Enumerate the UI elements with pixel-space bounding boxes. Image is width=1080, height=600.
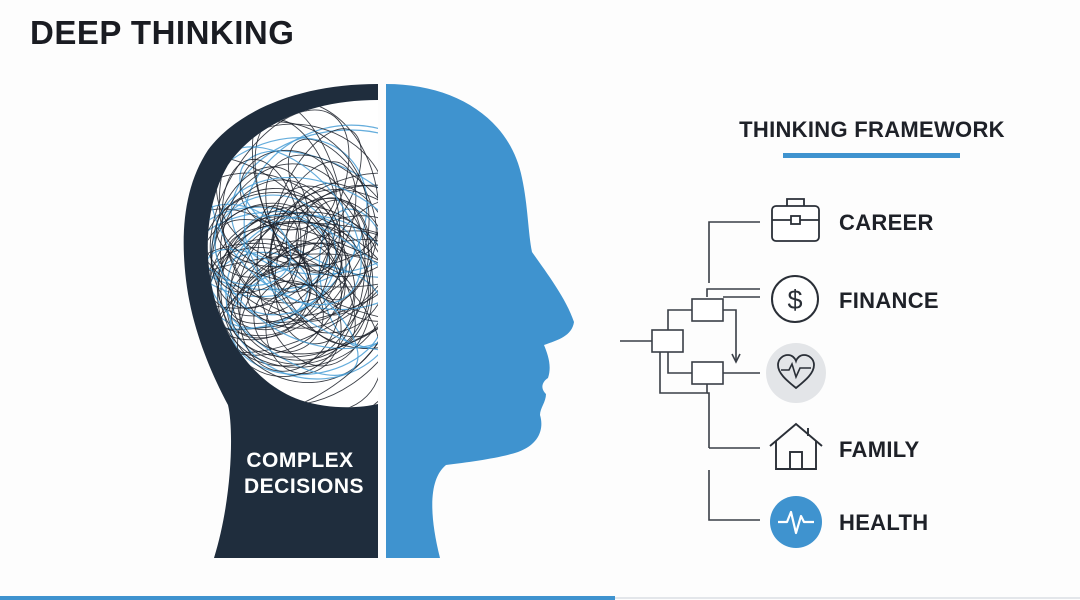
- bottom-progress-bar: [0, 596, 615, 600]
- framework-item-finance-label: FINANCE: [839, 288, 939, 313]
- scribble-loop: [239, 150, 378, 278]
- scribble-loop: [286, 182, 378, 338]
- scribble-loop: [207, 242, 310, 309]
- briefcase-icon: [771, 198, 820, 242]
- framework-item-health-label: HEALTH: [839, 510, 928, 535]
- framework-title: THINKING FRAMEWORK: [739, 117, 1005, 142]
- framework-connector-lines: [620, 221, 760, 521]
- scribble-loop: [227, 222, 378, 288]
- svg-text:$: $: [787, 285, 802, 315]
- heart-pulse-icon: [766, 343, 826, 403]
- complex-label-line1: COMPLEX: [246, 449, 353, 472]
- framework-item-career-label: CAREER: [839, 210, 934, 235]
- house-icon: [769, 422, 823, 470]
- scribble-loop: [217, 211, 378, 368]
- scribble-loop: [265, 154, 378, 322]
- bottom-progress-track: [615, 597, 1080, 599]
- scribble-loop: [265, 283, 342, 375]
- scribble-loop: [256, 185, 374, 367]
- complex-label-line2: DECISIONS: [244, 475, 364, 498]
- scribble-loop: [214, 176, 378, 350]
- scribble-loop: [230, 221, 369, 361]
- heartbeat-icon: [770, 496, 822, 548]
- scribble-loop: [215, 192, 336, 268]
- scribble-loop: [230, 129, 378, 275]
- page-title: DEEP THINKING: [30, 14, 295, 51]
- framework-title-underline: [783, 153, 960, 158]
- scribble-loop: [222, 219, 378, 324]
- scribble-loop: [231, 242, 351, 339]
- scribble-loop: [229, 265, 378, 376]
- scribble-loop: [207, 253, 378, 331]
- scribble-loop: [243, 214, 378, 351]
- scribble-loop: [236, 172, 378, 355]
- head-profile-right-half: [386, 84, 574, 558]
- scribble-loop: [295, 184, 378, 278]
- scribble-loop: [272, 128, 362, 259]
- framework-item-family-label: FAMILY: [839, 437, 919, 462]
- scribble-loop: [239, 149, 337, 231]
- dollar-icon: $: [771, 275, 819, 323]
- scribble-loop: [209, 109, 350, 294]
